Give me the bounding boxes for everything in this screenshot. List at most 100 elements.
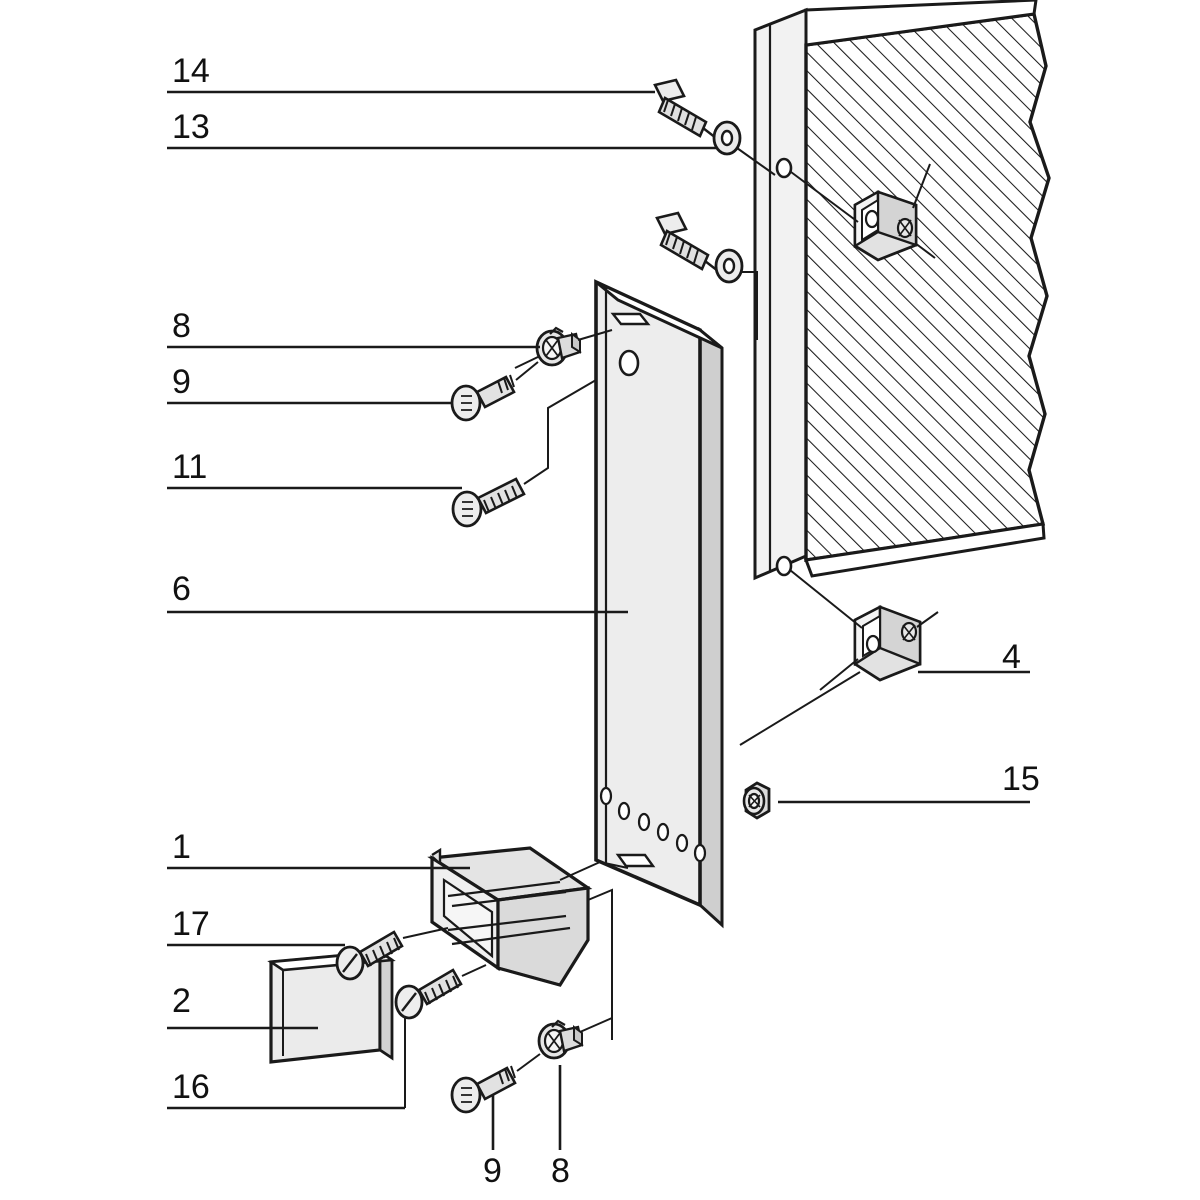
handle-bottom-edge <box>497 966 561 987</box>
clamp-block-upper-hole-a <box>864 209 880 229</box>
cage-nut-upper-part <box>514 326 613 369</box>
cage-nut-lower-tab-top <box>551 1019 566 1028</box>
front-panel-top-bevel <box>595 280 723 350</box>
clamp-block-lower-part <box>739 569 939 746</box>
handle-left-lip <box>431 847 442 862</box>
handle-rib-2 <box>451 890 567 908</box>
clamp-block-upper-part <box>790 163 936 262</box>
front-panel-hole-row-4 <box>656 822 670 842</box>
rack-frame-part <box>753 0 1051 581</box>
screw-second-shank <box>659 229 710 271</box>
callout-number-14: 14 <box>172 52 210 90</box>
slotted-screw-upper-threads <box>365 937 400 967</box>
rack-frame-hatch-fill <box>806 14 1049 560</box>
cage-nut-upper-axis <box>514 355 541 369</box>
screw-pan-head-assembly-axis <box>523 379 597 485</box>
rack-frame-hole-lower <box>775 555 793 577</box>
screw-pan-head-threads <box>483 485 518 513</box>
callout-number-16: 16 <box>172 1068 210 1106</box>
rack-frame-top-chamfer <box>804 0 1038 47</box>
callout-number-1: 1 <box>172 828 191 866</box>
screw-second-threads <box>665 232 699 264</box>
screw-second-part <box>655 211 719 272</box>
hex-lock-nut-part <box>742 781 771 820</box>
slotted-screw-upper-part <box>335 927 449 981</box>
clamp-lower-assembly-axis <box>739 671 861 746</box>
handle-inner-recess <box>442 877 494 959</box>
callout-number-11: 11 <box>172 448 207 486</box>
front-panel-hole-row-2 <box>617 801 631 821</box>
hex-lock-nut-bore-cross <box>748 794 761 808</box>
rack-frame-bottom-chamfer <box>803 522 1046 578</box>
slotted-screw-upper-axis <box>402 927 449 939</box>
front-panel-thickness <box>698 326 724 929</box>
clamp-block-lower-hole-a <box>865 634 881 654</box>
clamp-upper-leader-b <box>912 163 931 209</box>
screw-shoulder-lower-part <box>450 1053 541 1114</box>
front-panel-slot-upper <box>610 312 651 326</box>
slotted-screw-lower-axis <box>461 964 487 977</box>
front-panel-hole-upper <box>618 349 640 377</box>
callout-number-6: 6 <box>172 570 191 608</box>
cover-plate-part <box>267 949 396 1064</box>
callout-leader-lines <box>167 90 1030 1150</box>
cage-nut-upper-leader <box>577 329 613 341</box>
front-panel-hole-row-3 <box>637 812 651 832</box>
screw-upper-head <box>653 78 686 103</box>
callout-number-4: 4 <box>1002 638 1021 676</box>
clamp-upper-leader-a <box>790 171 859 223</box>
clamp-lower-leader-a <box>789 569 863 629</box>
screw-shoulder-upper-drive <box>461 395 472 411</box>
clamp-block-upper-hole-b-cross <box>898 219 912 237</box>
washer-upper-assembly-axis <box>736 147 776 176</box>
washer-second-part <box>714 248 758 340</box>
handle-assembly-axis-lower <box>587 888 613 1040</box>
rack-frame-edge-face <box>753 7 808 581</box>
washer-upper-bore <box>720 129 734 147</box>
screw-shoulder-upper-part <box>450 361 539 422</box>
clamp-block-lower-hole-b-cross <box>902 624 916 641</box>
screw-shoulder-lower-threads <box>498 1065 516 1085</box>
cage-nut-upper-tab-top <box>549 326 564 335</box>
front-panel-face <box>594 279 702 908</box>
screw-second-head <box>655 211 688 236</box>
screw-shoulder-lower-shank <box>475 1066 517 1101</box>
washer-upper-part <box>712 120 776 176</box>
handle-assembly-axis-upper <box>559 860 629 881</box>
handle-rib-1 <box>447 880 561 898</box>
callout-number-2: 2 <box>172 982 191 1020</box>
front-panel-hole-row-6 <box>693 843 707 863</box>
slotted-screw-upper-slot <box>342 953 358 973</box>
handle-right-face <box>496 886 590 987</box>
slotted-screw-lower-part <box>394 964 487 1108</box>
clamp-upper-leader-c <box>914 242 936 259</box>
cover-plate-thickness <box>378 949 394 1061</box>
clamp-lower-leader-b <box>819 658 859 691</box>
screw-upper-shank <box>657 96 708 138</box>
screw-upper-part <box>653 78 717 139</box>
clamp-lower-leader-c <box>916 611 939 628</box>
callout-number-13: 13 <box>172 108 210 146</box>
callout-number-17: 17 <box>172 905 210 943</box>
screw-shoulder-lower-drive <box>461 1087 472 1103</box>
screw-pan-head-part <box>451 379 597 528</box>
slotted-screw-lower-threads <box>424 975 459 1005</box>
screw-upper-threads <box>663 99 697 131</box>
cage-nut-upper-clip-tab <box>571 332 581 354</box>
handle-rib-3 <box>447 914 567 932</box>
handle-channel-part <box>427 846 629 1040</box>
cage-nut-upper-bore-cross <box>545 339 559 357</box>
screw-shoulder-upper-shank <box>475 375 516 409</box>
rack-frame-hole-upper <box>775 157 793 179</box>
cage-nut-lower-bore-cross <box>547 1032 561 1050</box>
screw-shoulder-upper-threads <box>497 374 515 394</box>
front-panel-hole-row-1 <box>599 786 613 806</box>
handle-rib-4 <box>451 926 571 946</box>
front-panel-slot-lower <box>615 853 656 868</box>
screw-shoulder-lower-axis <box>516 1053 541 1072</box>
slotted-screw-lower-slot <box>401 992 417 1012</box>
callout-number-8: 8 <box>172 307 191 345</box>
cage-nut-lower-part <box>537 1017 613 1060</box>
